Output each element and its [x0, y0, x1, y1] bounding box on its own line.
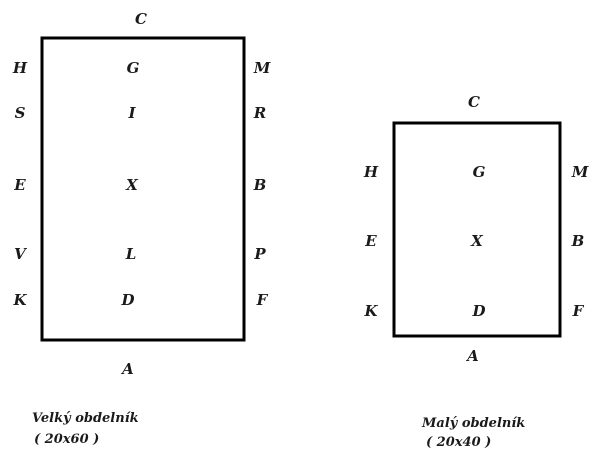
small-caption-title: Malý obdelník — [421, 416, 525, 431]
small-rectangle — [392, 121, 562, 338]
small-left-label: K — [363, 302, 378, 320]
small-right-label: M — [571, 163, 589, 181]
big-center-label: L — [125, 245, 137, 263]
small-right-label: F — [572, 302, 585, 320]
big-left-label: H — [12, 59, 28, 77]
small-caption-size: ( 20x40 ) — [426, 435, 491, 450]
big-right-label: R — [253, 104, 266, 122]
big-center-label: X — [125, 176, 139, 194]
small-center-label: D — [471, 302, 485, 320]
small-top-label: C — [468, 93, 480, 111]
small-left-label: H — [363, 163, 379, 181]
big-left-label: E — [13, 176, 26, 194]
big-rectangle-group: C A H S E V K G I X L D M R B P F Velký … — [12, 10, 271, 447]
big-right-label: B — [253, 176, 267, 194]
big-center-label: G — [127, 59, 140, 77]
big-rectangle — [40, 36, 246, 342]
small-bottom-label: A — [465, 347, 479, 365]
big-center-label: I — [127, 104, 136, 122]
big-bottom-label: A — [120, 360, 134, 378]
big-right-label: P — [253, 245, 266, 263]
big-left-label: V — [14, 245, 27, 263]
small-right-label: B — [571, 232, 585, 250]
big-top-label: C — [135, 10, 147, 28]
small-left-label: E — [364, 232, 377, 250]
big-center-label: D — [120, 291, 134, 309]
big-caption-title: Velký obdelník — [32, 411, 139, 426]
small-rectangle-group: C A H E K G X D M B F Malý obdelník ( 20… — [363, 93, 589, 450]
small-center-label: X — [470, 232, 484, 250]
big-left-label: K — [12, 291, 27, 309]
big-left-label: S — [15, 104, 26, 122]
small-center-label: G — [473, 163, 486, 181]
big-right-label: F — [256, 291, 269, 309]
big-right-label: M — [253, 59, 271, 77]
big-caption-size: ( 20x60 ) — [34, 432, 99, 447]
